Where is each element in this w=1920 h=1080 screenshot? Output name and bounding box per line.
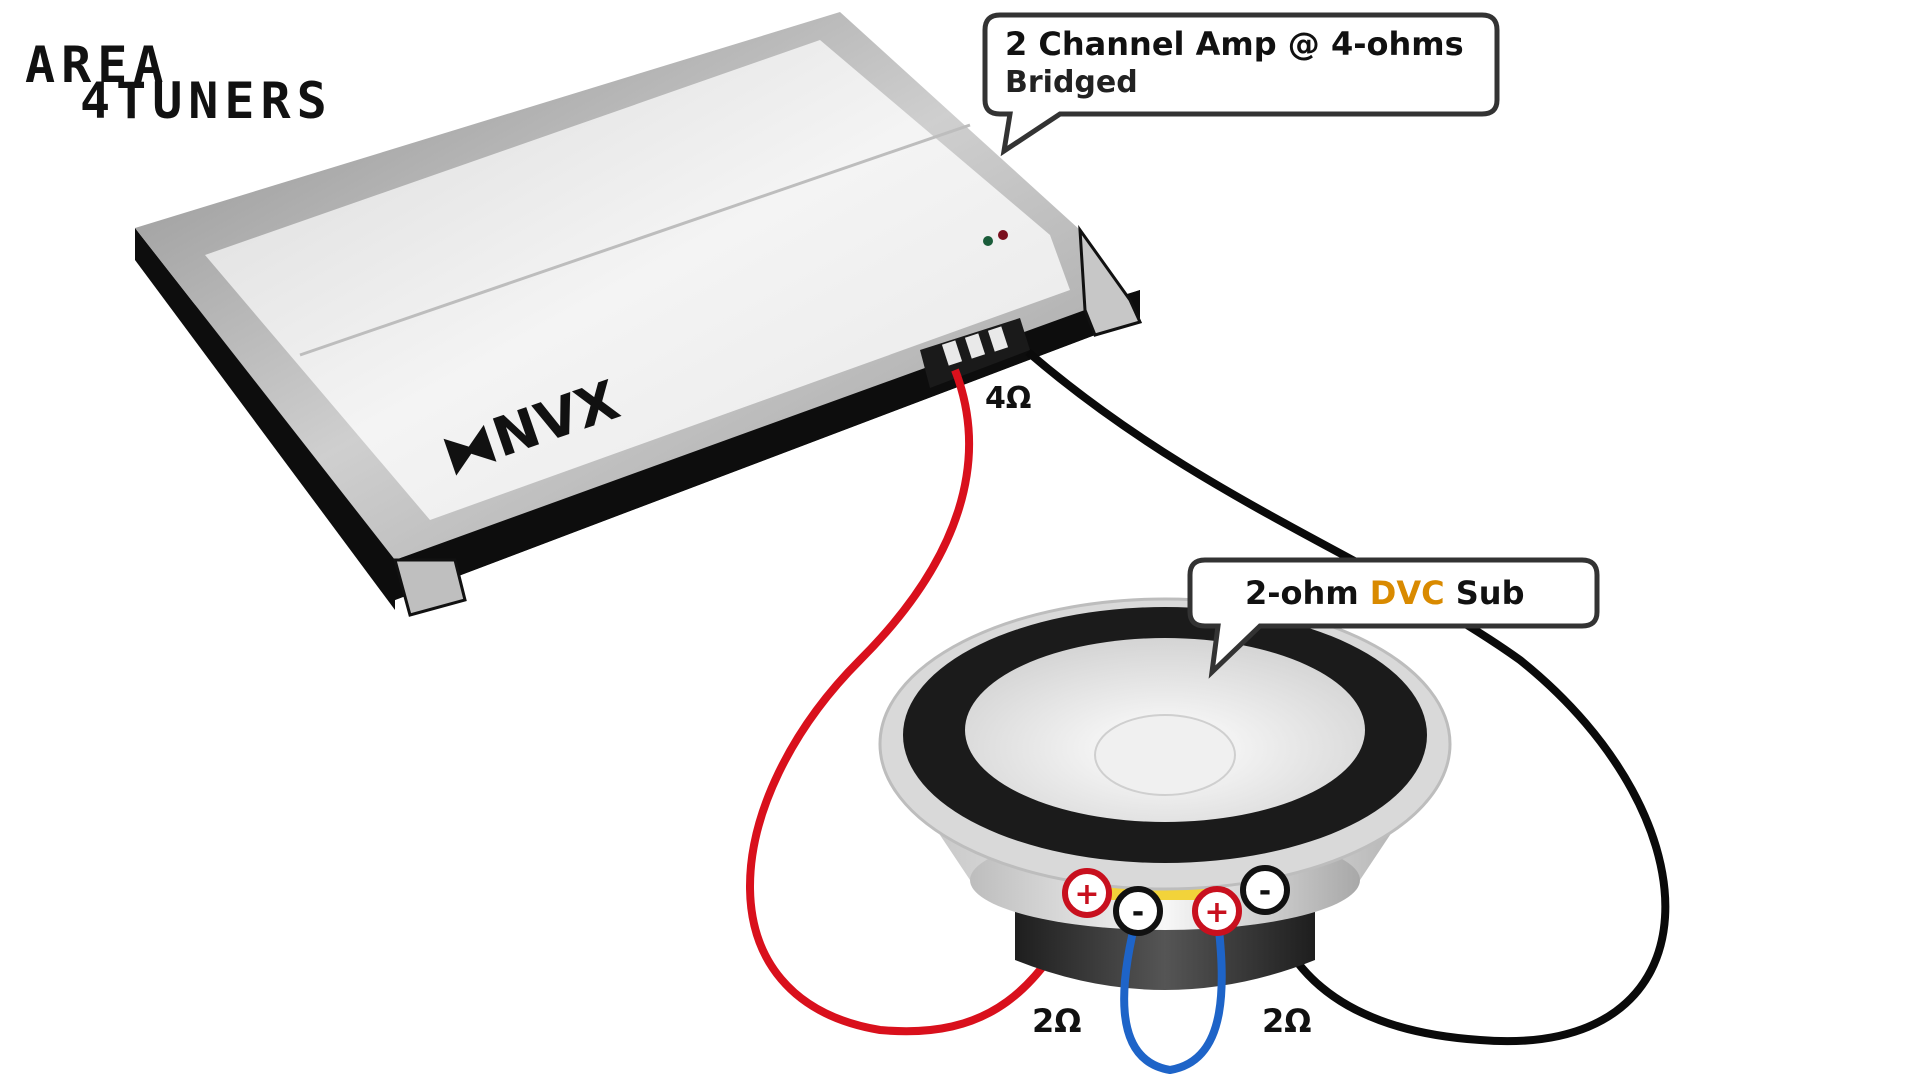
terminal-coil2-positive: + [1192, 886, 1242, 936]
led-red [998, 230, 1008, 240]
coil-right-impedance: 2Ω [1262, 1002, 1311, 1040]
amp-foot-left [393, 558, 467, 617]
amplifier: ⧓NVX 4Ω [135, 12, 1143, 617]
logo-line1: AREA [25, 36, 169, 94]
coil-left-impedance: 2Ω [1032, 1002, 1081, 1040]
amp-callout-title: 2 Channel Amp @ 4-ohms [1005, 25, 1464, 63]
jumper-wire [1120, 909, 1226, 1075]
amp-foot-right [1078, 224, 1143, 337]
svg-text:-: - [1259, 874, 1271, 909]
terminal-coil1-negative: - [1113, 886, 1163, 936]
logo-line2: 4TUNERS [80, 72, 333, 130]
amp-terminal-block [920, 318, 1030, 388]
positive-wire [746, 368, 1091, 1036]
area4tuners-logo: AREA 4TUNERS [25, 36, 333, 130]
led-green [983, 236, 993, 246]
sub-callout-text: 2-ohm DVC Sub [1245, 574, 1524, 612]
svg-text:-: - [1132, 895, 1144, 930]
amp-callout: 2 Channel Amp @ 4-ohms Bridged [982, 12, 1500, 157]
amp-impedance-label: 4Ω [985, 381, 1031, 416]
amp-top-panel [205, 40, 1070, 520]
sub-terminals: + - + - [1062, 865, 1290, 936]
terminal-coil2-negative: - [1240, 865, 1290, 915]
svg-text:+: + [1074, 877, 1099, 912]
sub-callout: 2-ohm DVC Sub [1187, 557, 1600, 679]
sub-dust-cap [1094, 714, 1236, 796]
svg-text:+: + [1204, 895, 1229, 930]
subwoofer [878, 597, 1452, 990]
terminal-coil1-positive: + [1062, 868, 1112, 918]
negative-wire [1025, 348, 1670, 1046]
amp-callout-subtitle: Bridged [1005, 65, 1138, 100]
